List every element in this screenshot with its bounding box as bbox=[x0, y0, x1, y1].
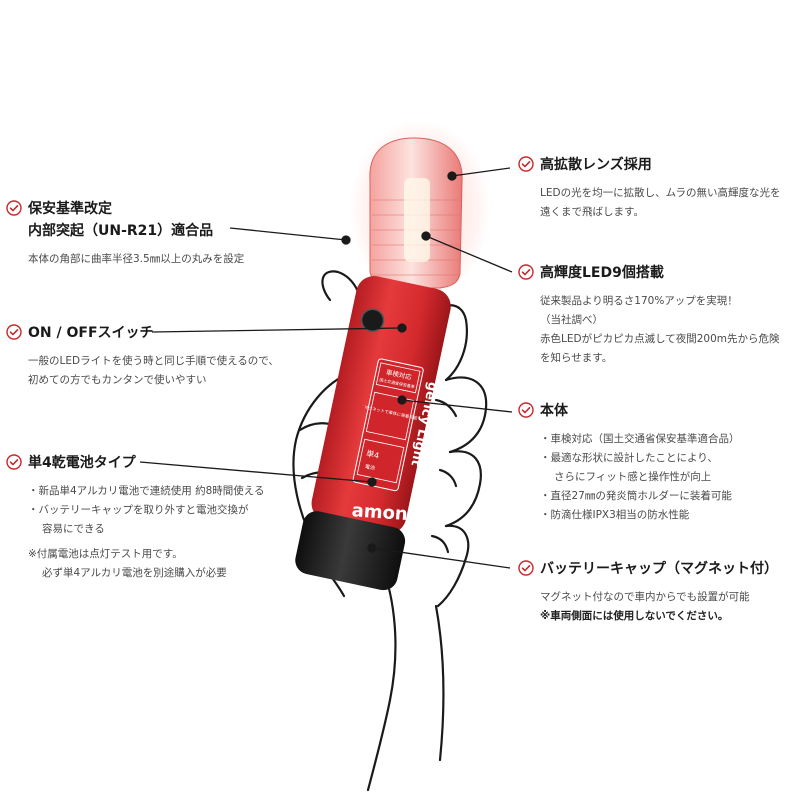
callout-note: ※付属電池は点灯テスト用です。 bbox=[28, 548, 183, 560]
check-circle-icon bbox=[518, 264, 534, 280]
callout-title: 高輝度LED9個搭載 bbox=[540, 265, 664, 281]
battery-cap bbox=[295, 511, 406, 591]
callout-text: ・車検対応（国土交通省保安基準適合品） bbox=[540, 433, 740, 445]
led-array bbox=[404, 178, 430, 262]
callout-text: ・直径27㎜の発炎筒ホルダーに装着可能 bbox=[540, 490, 732, 502]
callout-text: を知らせます。 bbox=[540, 352, 613, 364]
callout-battery: 単4乾電池タイプ ・新品単4アルカリ電池で連続使用 約8時間使える ・バッテリー… bbox=[6, 452, 264, 583]
check-circle-icon bbox=[518, 560, 534, 576]
callout-title-line2: 内部突起（UN-R21）適合品 bbox=[28, 223, 214, 239]
callout-text: 遠くまで飛ばします。 bbox=[540, 206, 644, 218]
callout-text: さらにフィット感と操作性が向上 bbox=[554, 471, 712, 483]
callout-safety: 保安基準改定 内部突起（UN-R21）適合品 本体の角部に曲率半径3.5㎜以上の… bbox=[6, 198, 244, 269]
callout-text: 初めての方でもカンタンで使いやすい bbox=[28, 374, 207, 386]
callout-text: 一般のLEDライトを使う時と同じ手順で使えるので、 bbox=[28, 355, 279, 367]
callout-text: ・防滴仕様IPX3相当の防水性能 bbox=[540, 509, 690, 521]
callout-title: 保安基準改定 bbox=[28, 201, 112, 217]
check-circle-icon bbox=[518, 402, 534, 418]
callout-text: 従来製品より明るさ170%アップを実現！ bbox=[540, 295, 738, 307]
callout-title: 高拡散レンズ採用 bbox=[540, 157, 652, 173]
callout-switch: ON / OFFスイッチ 一般のLEDライトを使う時と同じ手順で使えるので、 初… bbox=[6, 322, 279, 390]
check-circle-icon bbox=[6, 454, 22, 470]
on-off-switch bbox=[360, 308, 385, 333]
callout-title: ON / OFFスイッチ bbox=[28, 325, 154, 341]
callout-text: （当社調べ） bbox=[540, 314, 603, 326]
callout-text: 容易にできる bbox=[42, 523, 105, 535]
callout-lens: 高拡散レンズ採用 LEDの光を均一に拡散し、ムラの無い高輝度な光を 遠くまで飛ば… bbox=[518, 154, 781, 222]
callout-note: 必ず単4アルカリ電池を別途購入が必要 bbox=[42, 567, 227, 579]
callout-text: 赤色LEDがピカピカ点滅して夜間200m先から危険 bbox=[540, 333, 780, 345]
label-battery: 電池 bbox=[364, 463, 375, 472]
check-circle-icon bbox=[518, 156, 534, 172]
label-aaa: 単4 bbox=[365, 448, 380, 461]
callout-text: 本体の角部に曲率半径3.5㎜以上の丸みを設定 bbox=[28, 253, 245, 265]
callout-text: マグネット付なので車内からでも設置が可能 bbox=[540, 591, 750, 603]
callout-text: LEDの光を均一に拡散し、ムラの無い高輝度な光を bbox=[540, 187, 781, 199]
callout-text: ・新品単4アルカリ電池で連続使用 約8時間使える bbox=[28, 485, 265, 497]
check-circle-icon bbox=[6, 324, 22, 340]
callout-text: ・最適な形状に設計したことにより、 bbox=[540, 452, 718, 464]
callout-title: 単4乾電池タイプ bbox=[28, 455, 136, 471]
emergency-light: 車検対応 国土交通省保安基準 マグネットで車体に装着可能 単4 電池 gency… bbox=[295, 120, 490, 591]
callout-body: 本体 ・車検対応（国土交通省保安基準適合品） ・最適な形状に設計したことにより、… bbox=[518, 400, 740, 525]
leader-lines bbox=[139, 167, 513, 569]
callout-title: 本体 bbox=[540, 403, 568, 419]
callout-warning: ※車両側面には使用しないでください。 bbox=[540, 610, 729, 622]
check-circle-icon bbox=[6, 200, 22, 216]
callout-led: 高輝度LED9個搭載 従来製品より明るさ170%アップを実現！ （当社調べ） 赤… bbox=[518, 262, 780, 368]
callout-text: ・バッテリーキャップを取り外すと電池交換が bbox=[28, 504, 249, 516]
callout-title: バッテリーキャップ（マグネット付） bbox=[540, 561, 778, 577]
callout-cap: バッテリーキャップ（マグネット付） マグネット付なので車内からでも設置が可能 ※… bbox=[518, 558, 778, 626]
